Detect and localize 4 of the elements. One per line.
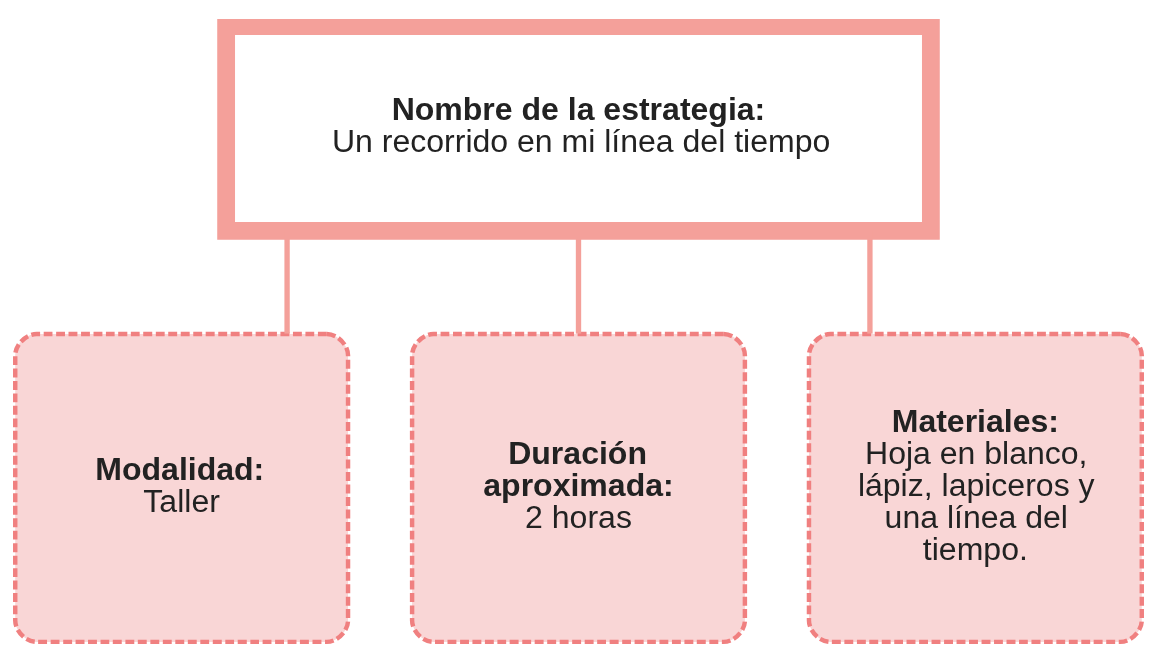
node-box: Duración aproximada: 2 horas bbox=[409, 331, 748, 644]
node-box: Nombre de la estrategia: Un recorrido en mi línea del tiempo bbox=[217, 18, 940, 240]
node-box: Modalidad: Taller bbox=[13, 331, 351, 644]
node-box: Materiales: Hoja en blanco, lápiz, lapiceros y una línea del tiempo. bbox=[806, 331, 1144, 644]
